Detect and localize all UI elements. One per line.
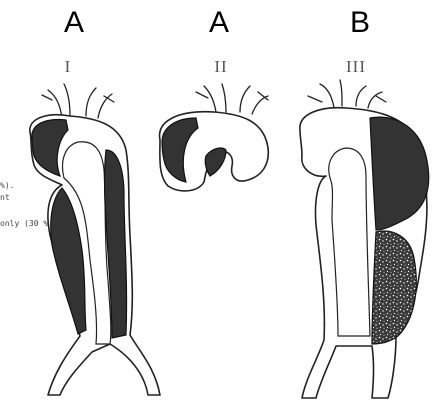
panel-numeral: I [65,57,72,76]
panel-numeral: III [346,57,366,76]
panel-letter: A [64,6,84,39]
aorta-type-iii [300,80,429,398]
side-note: %). [0,181,14,190]
panel-letter: B [350,6,370,39]
aorta-type-i [30,84,160,395]
panel-letter: A [209,6,229,39]
aorta-type-ii [160,84,269,191]
side-note: nt [0,193,10,202]
panel-numeral: II [214,57,227,76]
